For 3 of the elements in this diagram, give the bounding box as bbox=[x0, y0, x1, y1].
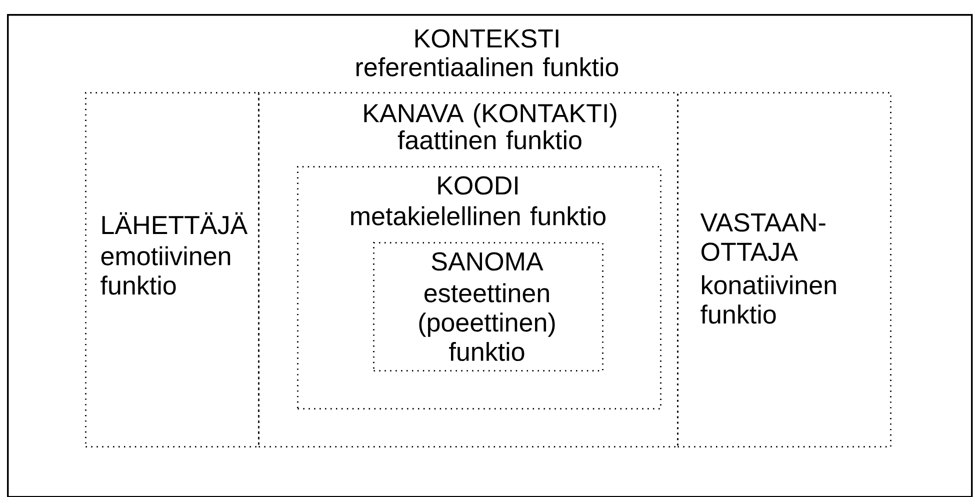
dotted-box: SANOMA esteettinen (poeettinen) funktio bbox=[373, 242, 604, 372]
dotted-box: LÄHETTÄJÄ emotiivinen funktio bbox=[85, 92, 260, 448]
dotted-box: VASTAAN- OTTAJA konatiivinen funktio bbox=[677, 92, 892, 448]
